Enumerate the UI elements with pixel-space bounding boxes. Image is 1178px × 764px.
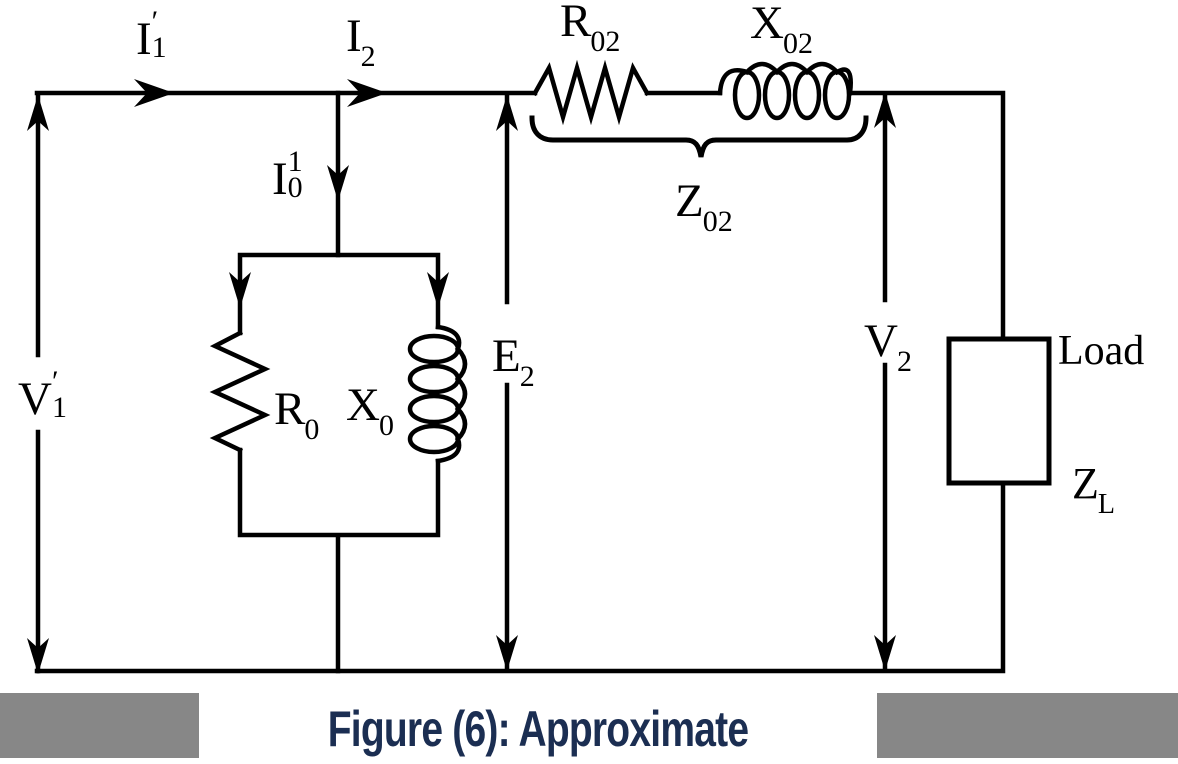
caption-bar-left	[0, 693, 199, 758]
label-zl: ZL	[1072, 459, 1115, 520]
arrowhead-i2-right	[347, 79, 387, 107]
label-current-i2: I2	[346, 10, 376, 73]
label-r02: R02	[560, 0, 621, 58]
label-v2: V2	[864, 315, 912, 378]
label-x0: X0	[346, 379, 394, 442]
arrowhead-e2-up	[496, 95, 518, 131]
label-voltage-v1-prime: V′1	[18, 365, 67, 425]
caption-bar-right	[877, 693, 1178, 758]
arrowhead-e2-down	[496, 635, 518, 671]
label-r0: R0	[274, 383, 320, 446]
resistor-r0	[209, 329, 271, 454]
label-current-i1-prime: I′1	[136, 5, 167, 65]
resistor-r02	[531, 59, 651, 126]
arrowhead-v2-down	[874, 635, 896, 671]
arrowhead-x0-down	[427, 272, 449, 308]
arrowhead-r0-down	[229, 272, 251, 308]
wire-top	[34, 90, 1006, 674]
label-load: Load	[1058, 328, 1145, 374]
figure-caption: Figure (6): Approximate Circuit	[327, 701, 749, 764]
arrowhead-i0-down	[327, 165, 349, 201]
inductor-x0	[407, 324, 468, 464]
brace-z02	[529, 115, 869, 158]
label-e2: E2	[492, 330, 535, 393]
label-x02: X02	[750, 0, 813, 60]
inductor-x02	[717, 61, 853, 121]
arrowhead-i1-right	[134, 79, 174, 107]
label-z02: Z02	[675, 175, 733, 238]
arrowhead-v2-up	[874, 92, 896, 128]
load-box	[946, 336, 1052, 486]
arrowhead-v1-down	[27, 638, 49, 674]
arrowhead-v1-up	[27, 95, 49, 131]
wire-parallel-box	[237, 252, 441, 674]
